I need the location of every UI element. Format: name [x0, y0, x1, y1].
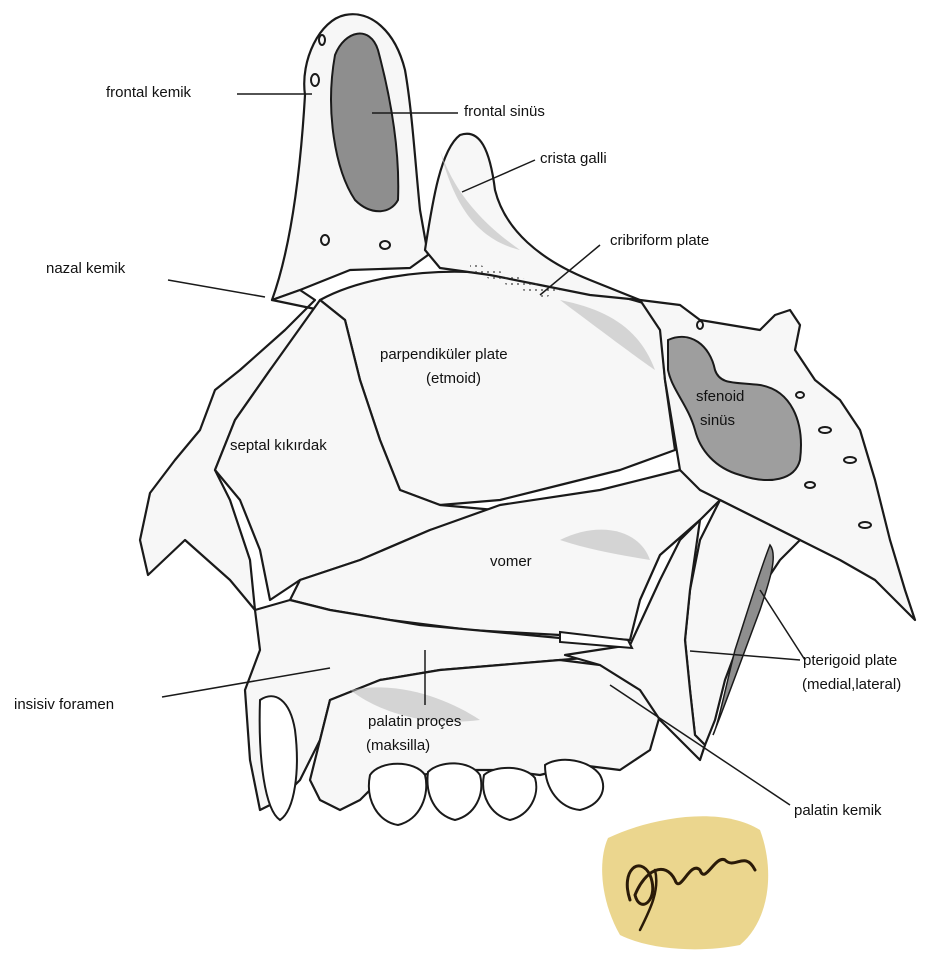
label-septal-kikirdak: septal kıkırdak — [230, 437, 327, 455]
tooth-2 — [427, 763, 481, 820]
label-frontal-kemik: frontal kemik — [106, 84, 191, 102]
label-vomer: vomer — [490, 553, 532, 571]
label-parpendikuler-plate: parpendiküler plate — [380, 346, 508, 364]
label-palatin-proces: palatin proçes — [368, 713, 461, 731]
signature-stamp — [602, 816, 768, 949]
label-nazal-kemik: nazal kemik — [46, 260, 125, 278]
label-sfenoid: sfenoid — [696, 388, 744, 406]
skull-outline — [140, 14, 915, 810]
label-medial-lateral: (medial,lateral) — [802, 676, 901, 694]
pterygoid-plate-shape — [685, 500, 800, 745]
label-pterigoid-plate: pterigoid plate — [803, 652, 897, 670]
label-insisiv-foramen: insisiv foramen — [14, 696, 114, 714]
label-maksilla: (maksilla) — [366, 737, 430, 755]
label-crista-galli: crista galli — [540, 150, 607, 168]
label-sinus: sinüs — [700, 412, 735, 430]
label-frontal-sinus: frontal sinüs — [464, 103, 545, 121]
label-etmoid: (etmoid) — [426, 370, 481, 388]
tooth-3 — [483, 768, 536, 820]
label-palatin-kemik: palatin kemik — [794, 802, 882, 820]
tooth-1 — [369, 764, 426, 825]
label-cribriform-plate: cribriform plate — [610, 232, 709, 250]
